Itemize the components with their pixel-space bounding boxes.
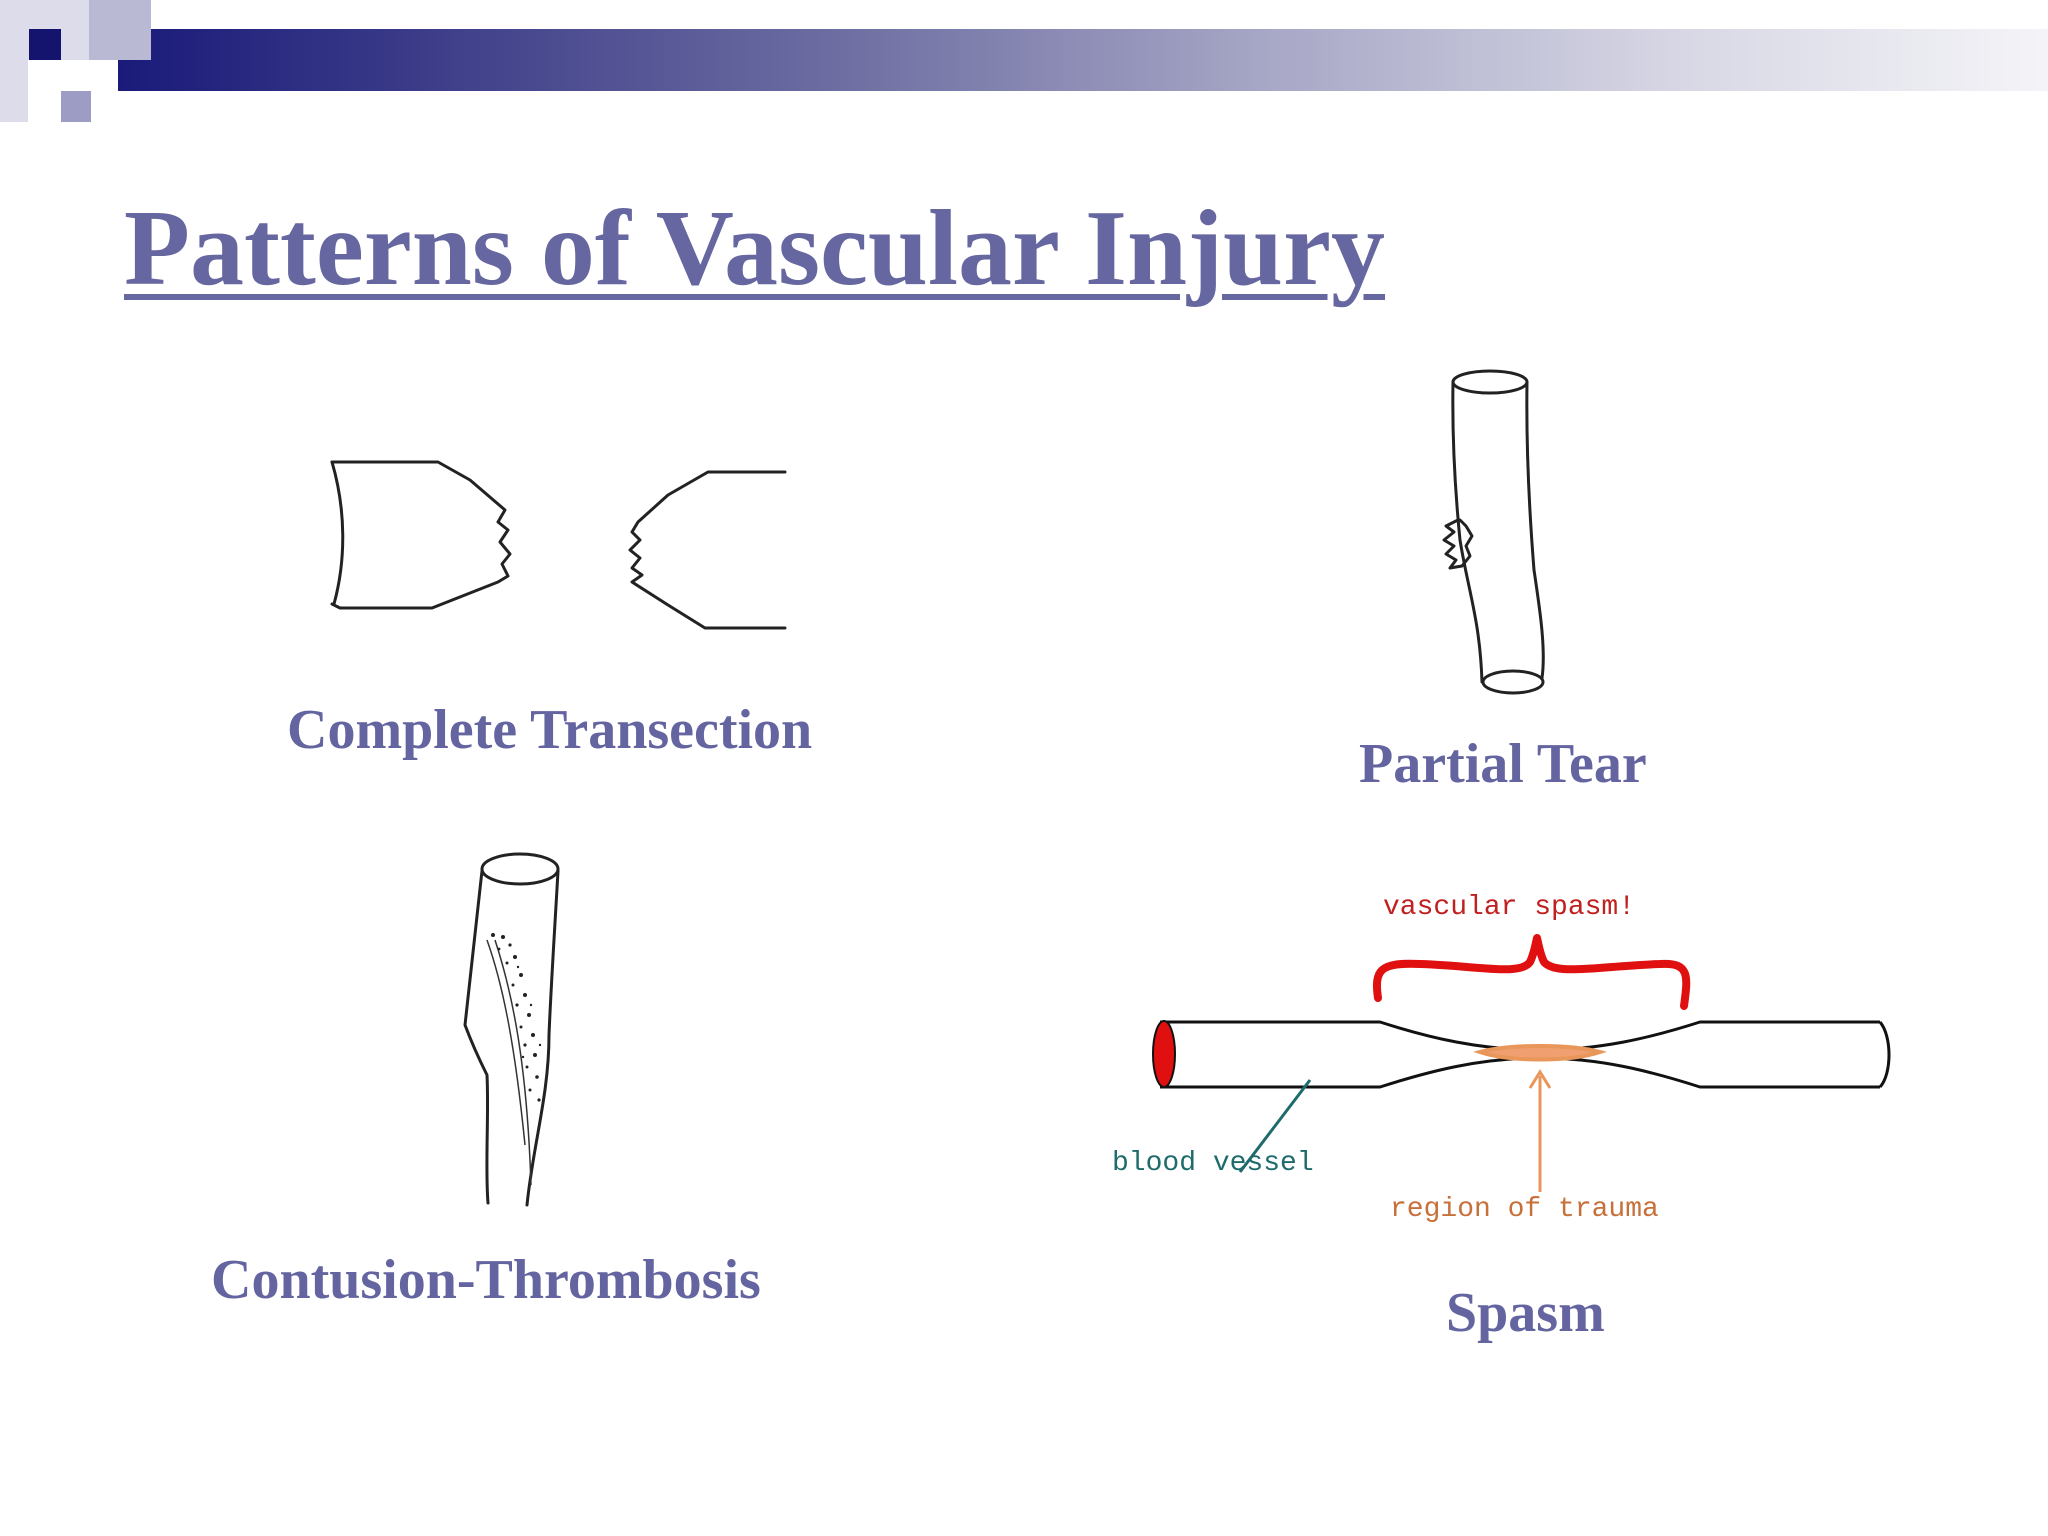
contusion-caption: Contusion-Thrombosis (211, 1249, 761, 1311)
vessel-lumen-opening (1152, 1020, 1176, 1088)
transection-caption: Complete Transection (287, 699, 813, 761)
trauma-region (1473, 1044, 1607, 1062)
spasm-illustration: vascular spasm! blood vessel region of t… (1112, 892, 1891, 1225)
header-square-light-left (0, 0, 28, 122)
partial-tear-caption: Partial Tear (1359, 733, 1647, 795)
partial-tear-illustration (1442, 369, 1545, 695)
contusion-illustration (463, 852, 560, 1207)
vascular-spasm-label: vascular spasm! (1383, 892, 1635, 923)
region-of-trauma-label: region of trauma (1390, 1194, 1659, 1225)
spasm-caption: Spasm (1446, 1282, 1605, 1344)
header-square-bottom (61, 91, 91, 122)
vessel-pointer-line (1238, 1079, 1312, 1173)
header-square-mid (89, 0, 151, 60)
header-square-dark (29, 29, 61, 60)
transection-illustration (330, 460, 787, 630)
spasm-brace (1373, 934, 1691, 1010)
trauma-arrow-head (1528, 1069, 1552, 1089)
slide-title: Patterns of Vascular Injury (124, 189, 1386, 308)
blood-vessel-label: blood vessel (1112, 1148, 1314, 1179)
header-gradient-bar (118, 29, 2048, 91)
